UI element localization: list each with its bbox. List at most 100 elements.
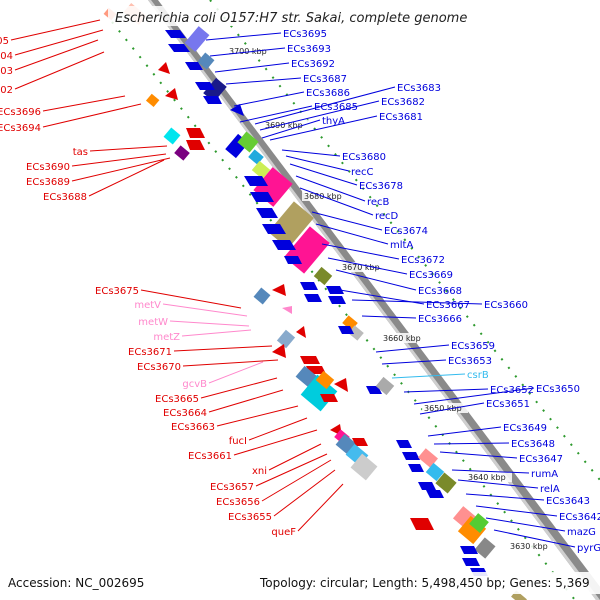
- gene-feature[interactable]: [251, 160, 271, 180]
- right-gene-label[interactable]: ECs3695: [283, 29, 327, 40]
- right-gene-label[interactable]: ECs3669: [409, 270, 453, 281]
- gene-feature[interactable]: [462, 558, 480, 566]
- right-gene-label[interactable]: ECs3660: [484, 300, 528, 311]
- gene-feature[interactable]: [418, 448, 438, 468]
- right-gene-label[interactable]: ECs3650: [536, 384, 580, 395]
- gene-feature[interactable]: [253, 287, 271, 305]
- gene-feature[interactable]: [326, 286, 344, 294]
- left-gene-label[interactable]: ECs3689: [26, 177, 70, 188]
- left-gene-label[interactable]: ECs3663: [171, 422, 215, 433]
- right-gene-label[interactable]: thyA: [322, 116, 345, 127]
- gene-feature[interactable]: [256, 208, 278, 218]
- gene-feature[interactable]: [195, 82, 215, 90]
- gene-feature[interactable]: [250, 192, 274, 202]
- left-gene-label[interactable]: ECs3702: [0, 85, 13, 96]
- right-gene-label[interactable]: mltA: [390, 240, 413, 251]
- gene-feature[interactable]: [425, 462, 445, 482]
- right-gene-label[interactable]: ECs3659: [451, 341, 495, 352]
- right-gene-label[interactable]: ECs3682: [381, 97, 425, 108]
- gene-feature[interactable]: [426, 490, 444, 498]
- right-gene-label[interactable]: ECs3687: [303, 74, 347, 85]
- gene-feature[interactable]: [186, 128, 205, 138]
- gene-feature[interactable]: [315, 370, 335, 390]
- gene-feature[interactable]: [184, 26, 210, 52]
- right-gene-label[interactable]: rumA: [531, 469, 558, 480]
- gene-feature[interactable]: [282, 306, 292, 314]
- right-gene-label[interactable]: ECs3672: [401, 255, 445, 266]
- right-gene-label[interactable]: ECs3647: [519, 454, 563, 465]
- gene-feature[interactable]: [313, 266, 333, 286]
- right-gene-label[interactable]: ECs3674: [384, 226, 428, 237]
- left-gene-label[interactable]: ECs3655: [228, 512, 272, 523]
- left-gene-label[interactable]: xni: [252, 466, 267, 477]
- right-gene-label[interactable]: ECs3681: [379, 112, 423, 123]
- left-gene-label[interactable]: metV: [134, 300, 161, 311]
- right-gene-label[interactable]: ECs3667: [426, 300, 470, 311]
- gene-feature[interactable]: [375, 376, 395, 396]
- right-gene-label[interactable]: ECs3648: [511, 439, 555, 450]
- gene-feature[interactable]: [268, 201, 314, 249]
- gene-feature[interactable]: [396, 440, 412, 448]
- gene-feature[interactable]: [328, 296, 346, 304]
- gene-feature[interactable]: [165, 30, 186, 38]
- gene-feature[interactable]: [186, 140, 205, 150]
- right-gene-label[interactable]: ECs3653: [448, 356, 492, 367]
- gene-feature[interactable]: [334, 378, 348, 392]
- gene-feature[interactable]: [262, 224, 286, 234]
- right-gene-label[interactable]: ECs3685: [314, 102, 358, 113]
- gene-feature[interactable]: [320, 394, 338, 402]
- gene-feature[interactable]: [408, 464, 424, 472]
- left-gene-label[interactable]: metZ: [153, 332, 180, 343]
- left-gene-label[interactable]: metW: [138, 317, 168, 328]
- left-gene-label[interactable]: ECs3694: [0, 123, 41, 134]
- right-gene-label[interactable]: relA: [540, 484, 560, 495]
- gene-feature[interactable]: [165, 88, 178, 100]
- gene-feature[interactable]: [203, 96, 222, 104]
- gene-feature[interactable]: [352, 438, 368, 446]
- gene-feature[interactable]: [197, 52, 215, 70]
- left-gene-label[interactable]: ECs3690: [26, 162, 70, 173]
- gene-feature[interactable]: [237, 131, 259, 153]
- left-gene-label[interactable]: ECs3661: [188, 451, 232, 462]
- gene-feature[interactable]: [410, 518, 434, 530]
- gene-feature[interactable]: [272, 284, 286, 296]
- right-gene-label[interactable]: ECs3686: [306, 88, 350, 99]
- gene-feature[interactable]: [248, 149, 264, 165]
- left-gene-label[interactable]: ECs3696: [0, 107, 41, 118]
- right-gene-label[interactable]: recC: [351, 167, 374, 178]
- gene-feature[interactable]: [348, 325, 364, 341]
- gene-feature[interactable]: [435, 472, 457, 494]
- gene-feature[interactable]: [284, 256, 302, 264]
- gene-feature[interactable]: [168, 44, 190, 52]
- gene-feature[interactable]: [272, 344, 286, 358]
- gene-feature[interactable]: [272, 240, 296, 250]
- left-gene-label[interactable]: ECs3670: [137, 362, 181, 373]
- gene-feature[interactable]: [300, 282, 318, 290]
- right-gene-label[interactable]: ECs3683: [397, 83, 441, 94]
- gene-feature[interactable]: [163, 127, 181, 145]
- right-gene-label[interactable]: csrB: [467, 370, 489, 381]
- gene-feature[interactable]: [338, 326, 354, 334]
- left-gene-label[interactable]: ECs3704: [0, 51, 13, 62]
- right-gene-label[interactable]: ECs3668: [418, 286, 462, 297]
- right-gene-label[interactable]: ECs3693: [287, 44, 331, 55]
- gene-feature[interactable]: [145, 93, 160, 108]
- right-gene-label[interactable]: ECs3651: [486, 399, 530, 410]
- left-gene-label[interactable]: ECs3705: [0, 36, 9, 47]
- left-gene-label[interactable]: tas: [73, 147, 88, 158]
- gene-feature[interactable]: [460, 546, 478, 554]
- left-gene-label[interactable]: ECs3665: [155, 394, 199, 405]
- right-gene-label[interactable]: ECs3642: [559, 512, 600, 523]
- right-gene-label[interactable]: recD: [375, 211, 399, 222]
- gene-feature[interactable]: [418, 482, 436, 490]
- gene-feature[interactable]: [296, 326, 306, 338]
- gene-feature[interactable]: [300, 356, 320, 364]
- gene-feature[interactable]: [474, 537, 496, 559]
- gene-feature[interactable]: [366, 386, 382, 394]
- left-gene-label[interactable]: ECs3671: [128, 347, 172, 358]
- left-gene-label[interactable]: ECs3688: [43, 192, 87, 203]
- left-gene-label[interactable]: ECs3656: [216, 497, 260, 508]
- gene-feature[interactable]: [511, 590, 527, 600]
- left-gene-label[interactable]: ECs3675: [95, 286, 139, 297]
- left-gene-label[interactable]: ECs3664: [163, 408, 207, 419]
